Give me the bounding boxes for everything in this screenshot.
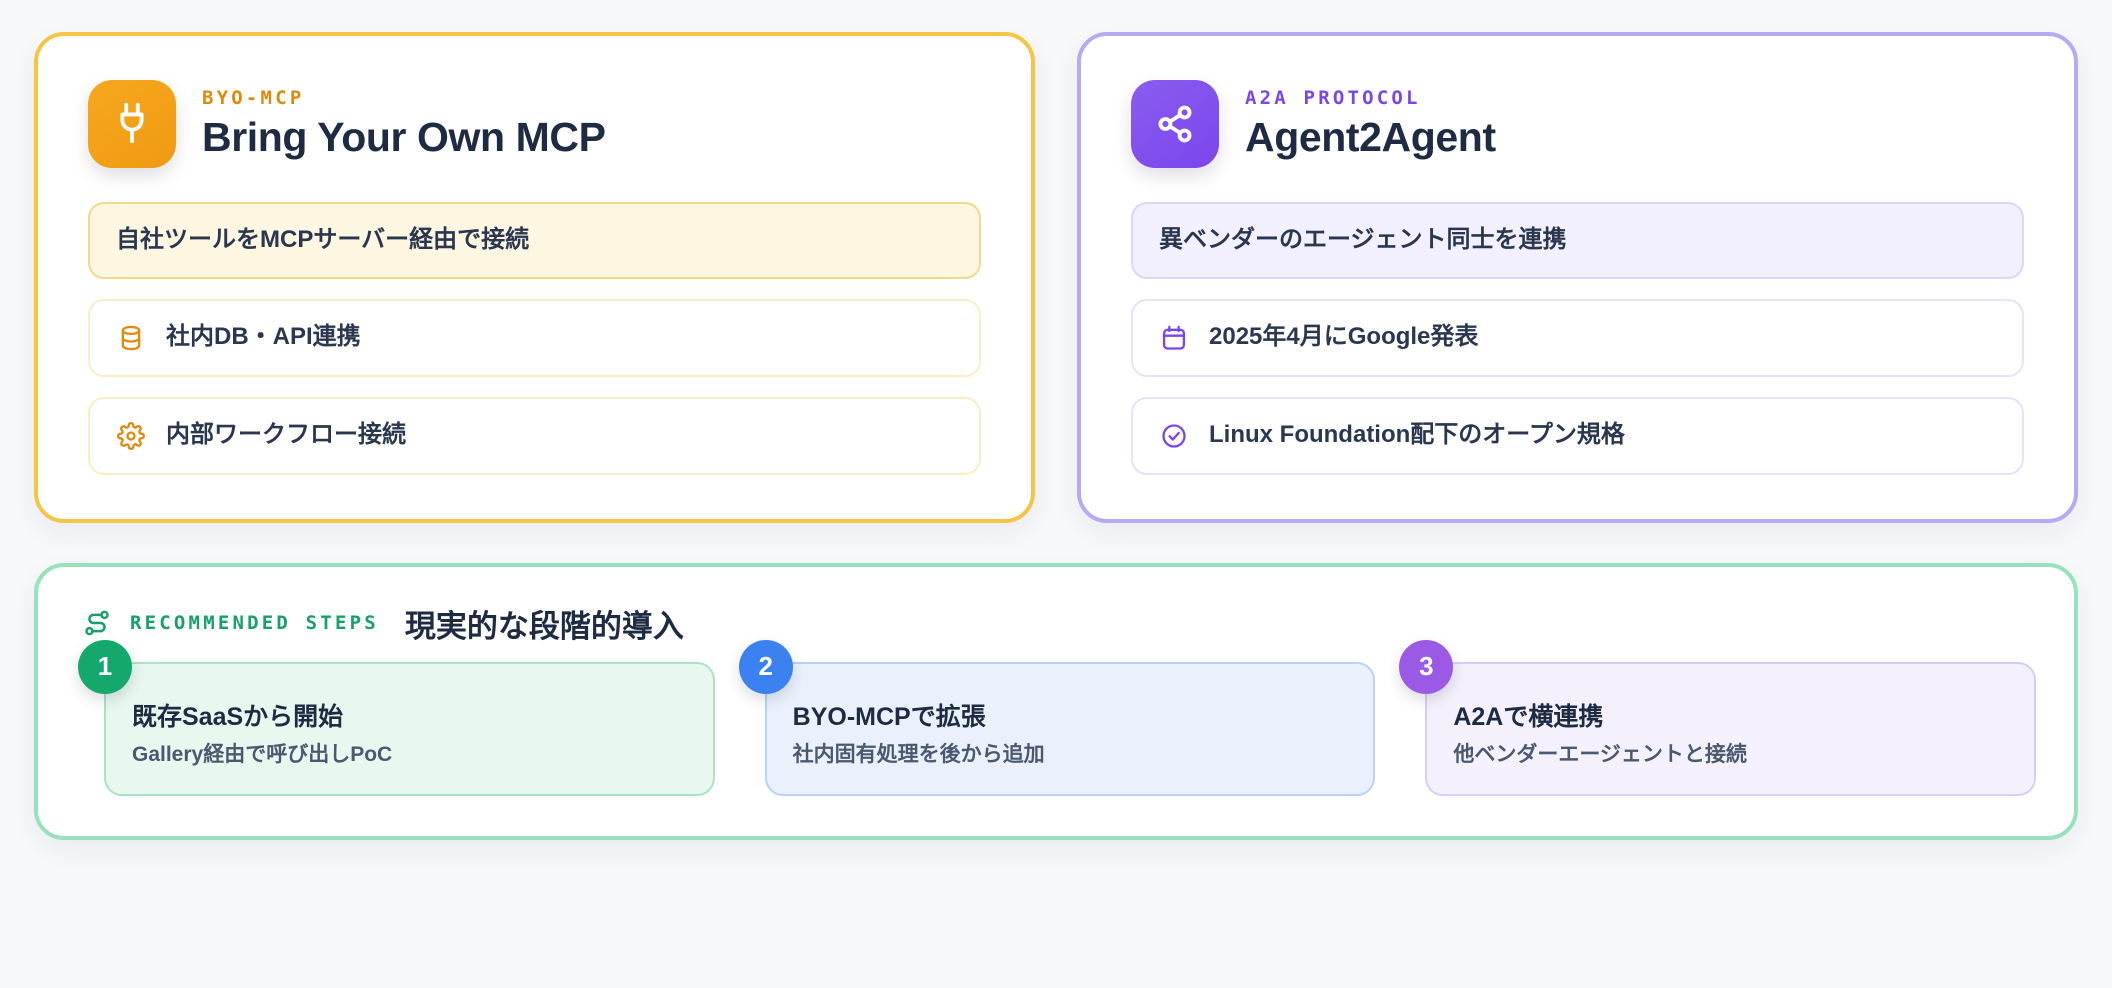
- steps-title: 現実的な段階的導入: [404, 608, 684, 644]
- card-eyebrow: BYO-MCP: [202, 87, 305, 110]
- card-header: A2A PROTOCOL Agent2Agent: [1131, 80, 2024, 168]
- card-title: Bring Your Own MCP: [202, 114, 606, 161]
- step-subtitle: 他ベンダーエージェントと接続: [1453, 742, 1747, 766]
- step-title: 既存SaaSから開始: [132, 702, 344, 731]
- card-agent2agent: A2A PROTOCOL Agent2Agent 異ベンダーのエージェント同士を…: [1077, 32, 2078, 523]
- check-circle-icon: [1159, 421, 1189, 451]
- step-subtitle: 社内固有処理を後から追加: [792, 742, 1045, 766]
- gear-icon: [116, 421, 146, 451]
- step-title: BYO-MCPで拡張: [792, 702, 986, 731]
- step-subtitle: Gallery経由で呼び出しPoC: [132, 742, 393, 766]
- database-icon: [116, 323, 146, 353]
- card-row-list: 異ベンダーのエージェント同士を連携 2025年4月にGoogle発表: [1131, 202, 2024, 475]
- recommended-steps-panel: RECOMMENDED STEPS 現実的な段階的導入 1 既存SaaSから開始…: [34, 562, 2078, 841]
- share-network-icon: [1131, 80, 1219, 168]
- row-label: 2025年4月にGoogle発表: [1209, 323, 1479, 351]
- row-label: 自社ツールをMCPサーバー経由で接続: [116, 226, 530, 253]
- row-label: 異ベンダーのエージェント同士を連携: [1159, 226, 1567, 253]
- step-card-1[interactable]: 1 既存SaaSから開始 Gallery経由で呼び出しPoC: [78, 639, 715, 797]
- card-row-list: 自社ツールをMCPサーバー経由で接続 社内DB・API連携: [88, 202, 981, 475]
- card-byo-mcp: BYO-MCP Bring Your Own MCP 自社ツールをMCPサーバー…: [34, 32, 1035, 523]
- list-item[interactable]: 自社ツールをMCPサーバー経由で接続: [88, 202, 981, 279]
- row-label: 社内DB・API連携: [166, 323, 361, 351]
- plug-icon: [88, 80, 176, 168]
- step-card-3[interactable]: 3 A2Aで横連携 他ベンダーエージェントと接続: [1399, 639, 2037, 797]
- row-label: 内部ワークフロー接続: [166, 421, 406, 449]
- card-eyebrow: A2A PROTOCOL: [1245, 87, 1421, 110]
- steps-grid: 1 既存SaaSから開始 Gallery経由で呼び出しPoC 2 BYO-MCP…: [76, 639, 2037, 797]
- list-item[interactable]: 異ベンダーのエージェント同士を連携: [1131, 202, 2024, 279]
- steps-header: RECOMMENDED STEPS 現実的な段階的導入: [76, 601, 2036, 646]
- workflow-route-icon: [82, 608, 112, 638]
- calendar-icon: [1159, 323, 1189, 353]
- step-number-badge: 2: [738, 639, 793, 694]
- card-title: Agent2Agent: [1245, 114, 1496, 161]
- card-header-text: BYO-MCP Bring Your Own MCP: [202, 87, 606, 161]
- step-title: A2Aで横連携: [1453, 702, 1604, 731]
- row-label: Linux Foundation配下のオープン規格: [1209, 421, 1625, 449]
- list-item[interactable]: Linux Foundation配下のオープン規格: [1131, 396, 2024, 475]
- step-number-badge: 3: [1399, 639, 1454, 694]
- feature-cards-row: BYO-MCP Bring Your Own MCP 自社ツールをMCPサーバー…: [34, 32, 2078, 523]
- card-header-text: A2A PROTOCOL Agent2Agent: [1245, 87, 1496, 161]
- steps-eyebrow: RECOMMENDED STEPS: [130, 612, 379, 635]
- card-header: BYO-MCP Bring Your Own MCP: [88, 80, 981, 168]
- step-card-2[interactable]: 2 BYO-MCPで拡張 社内固有処理を後から追加: [738, 639, 1376, 797]
- list-item[interactable]: 社内DB・API連携: [88, 298, 981, 377]
- step-number-badge: 1: [78, 639, 132, 694]
- list-item[interactable]: 内部ワークフロー接続: [88, 396, 981, 475]
- list-item[interactable]: 2025年4月にGoogle発表: [1131, 298, 2024, 377]
